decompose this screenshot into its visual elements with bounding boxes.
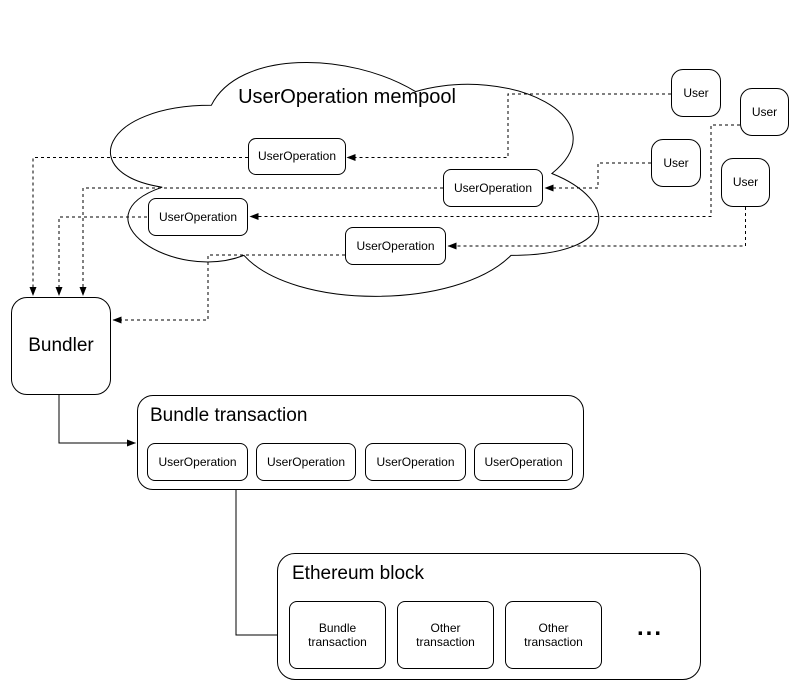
- mempool-useroperation-4: UserOperation: [345, 227, 446, 265]
- user-box-2-label: User: [751, 104, 778, 119]
- bundle-useroperation-1-label: UserOperation: [158, 454, 237, 469]
- block-bundle-transaction-box: Bundle transaction: [289, 601, 386, 669]
- edge-useroperation2-to-bundler: [55, 216, 147, 296]
- user-box-3: User: [651, 139, 701, 187]
- mempool-useroperation-1-label: UserOperation: [257, 149, 337, 164]
- bundler-label: Bundler: [28, 334, 94, 356]
- mempool-useroperation-2-label: UserOperation: [158, 209, 238, 224]
- bundle-useroperation-2: UserOperation: [256, 443, 356, 481]
- bundle-useroperation-3-label: UserOperation: [376, 454, 455, 469]
- edge-useroperation1-to-bundler: [29, 157, 248, 296]
- edge-useroperation4-to-bundler: [112, 254, 345, 324]
- edge-user2-to-useroperation2: [249, 124, 740, 220]
- block-other-transaction-1: Other transaction: [397, 601, 494, 669]
- user-box-1-label: User: [683, 85, 709, 100]
- mempool-cloud: [109, 62, 600, 297]
- block-other-transaction-2-label: Other transaction: [524, 620, 583, 649]
- user-box-2: User: [740, 88, 789, 136]
- mempool-useroperation-1: UserOperation: [248, 138, 346, 175]
- user-box-4: User: [721, 158, 770, 207]
- edge-bundler-to-bundle-transaction: [58, 395, 136, 447]
- block-other-transaction-1-label: Other transaction: [416, 620, 475, 649]
- mempool-useroperation-3-label: UserOperation: [453, 180, 533, 195]
- block-other-transaction-2: Other transaction: [505, 601, 602, 669]
- edge-user3-to-useroperation3: [544, 162, 651, 192]
- mempool-useroperation-2: UserOperation: [148, 198, 248, 236]
- edge-user4-to-useroperation4: [447, 207, 746, 250]
- user-box-3-label: User: [663, 155, 689, 170]
- bundle-useroperation-2-label: UserOperation: [266, 454, 346, 469]
- bundle-useroperation-3: UserOperation: [365, 443, 466, 481]
- ellipsis-text: ...: [636, 614, 663, 641]
- bundle-transaction-title: Bundle transaction: [150, 405, 308, 426]
- edge-bundle-transaction-to-ethereum-block: [235, 490, 288, 639]
- edge-user1-to-useroperation1: [346, 93, 671, 161]
- mempool-useroperation-4-label: UserOperation: [356, 238, 435, 253]
- bundle-useroperation-4-label: UserOperation: [484, 454, 563, 469]
- user-box-4-label: User: [732, 175, 759, 190]
- ethereum-block-title: Ethereum block: [292, 563, 425, 584]
- edge-useroperation3-to-bundler: [79, 187, 443, 296]
- bundle-useroperation-4: UserOperation: [474, 443, 573, 481]
- mempool-useroperation-3: UserOperation: [443, 169, 543, 207]
- bundler-box: Bundler: [11, 297, 111, 395]
- user-box-1: User: [671, 69, 721, 117]
- block-bundle-transaction-label: Bundle transaction: [308, 620, 367, 649]
- mempool-title: UserOperation mempool: [238, 86, 456, 108]
- bundle-useroperation-1: UserOperation: [147, 443, 248, 481]
